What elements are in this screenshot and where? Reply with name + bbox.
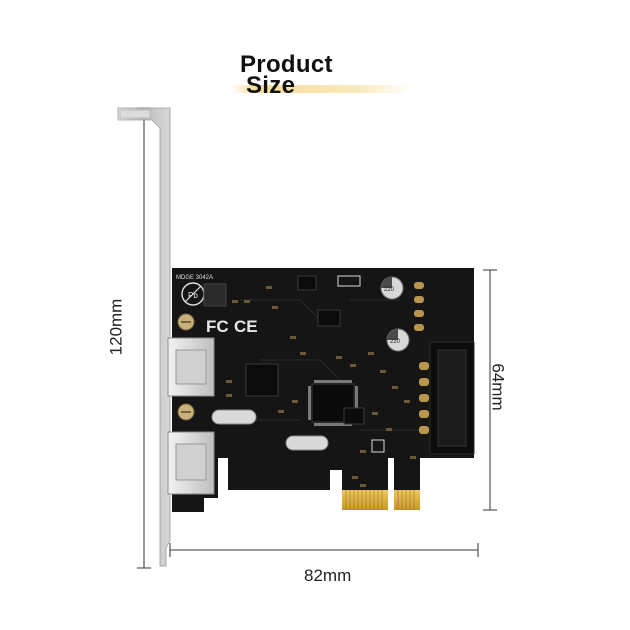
pb-mark-text: Pb [188, 291, 198, 300]
pcie-gold-fingers [342, 490, 420, 510]
usb-port-bottom [167, 431, 215, 495]
mounting-screw-bottom [177, 403, 195, 421]
ce-mark-text: CE [234, 317, 258, 336]
silkscreen-marks [337, 275, 385, 453]
usb-port-top [167, 337, 215, 397]
inductor [203, 283, 227, 307]
pin-header [414, 282, 424, 331]
width-label: 82mm [304, 566, 352, 585]
sata-power-connector [419, 341, 475, 455]
ic-chip-small-1 [297, 275, 317, 291]
usb-controller-chip [308, 380, 358, 426]
dimension-card-height-line [483, 269, 497, 511]
dimension-height-line [137, 107, 151, 569]
board-model-text: MDGE 3042A [176, 275, 213, 281]
card-height-label: 64mm [488, 363, 508, 411]
ic-chip-small-3 [343, 407, 365, 425]
mounting-screw-top [177, 313, 195, 331]
title-highlight [232, 85, 410, 93]
metal-bracket [117, 107, 171, 567]
ic-chip-small-2 [317, 309, 341, 327]
electrolytic-capacitor-2 [386, 328, 410, 352]
title-product: Product [240, 51, 333, 78]
capacitor-1-text: 220 [384, 287, 395, 293]
crystal-oscillator-2 [285, 435, 329, 451]
electrolytic-capacitor-1 [380, 276, 404, 300]
ic-chip-left [245, 363, 279, 397]
crystal-oscillator-1 [211, 409, 257, 425]
title-size: Size [246, 72, 296, 99]
title-block: Product Size [232, 52, 412, 102]
dimension-width-line [169, 543, 479, 557]
fc-mark-text: FC [206, 317, 229, 336]
capacitor-2-text: 220 [390, 339, 401, 345]
height-label: 120mm [106, 298, 126, 356]
smd-components [226, 286, 416, 487]
